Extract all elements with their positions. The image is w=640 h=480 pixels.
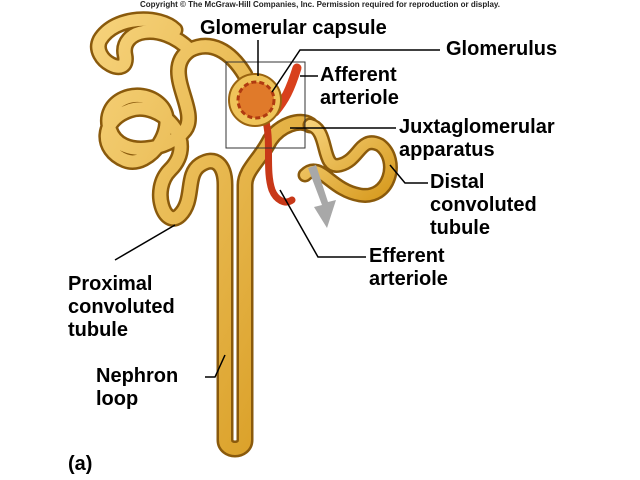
label-line: convoluted: [430, 194, 537, 216]
leader-lines: [114, 40, 440, 378]
label-distal-convoluted-tubule: Distal convoluted tubule: [430, 171, 537, 240]
flow-arrow-icon: [308, 165, 336, 228]
label-line: loop: [96, 388, 139, 410]
label-line: Nephron: [96, 365, 179, 387]
label-line: tubule: [430, 217, 490, 239]
label-afferent-arteriole: Afferent arteriole: [320, 64, 399, 110]
label-line: arteriole: [369, 268, 448, 290]
label-line: arteriole: [320, 87, 399, 109]
label-line: Distal: [430, 171, 485, 193]
label-nephron-loop: Nephron loop: [96, 365, 178, 411]
label-line: Juxtaglomerular: [399, 116, 555, 138]
label-line: Afferent: [320, 64, 397, 86]
label-juxtaglomerular-apparatus: Juxtaglomerular apparatus: [399, 116, 555, 162]
label-line: Proximal: [68, 273, 153, 295]
label-line: apparatus: [399, 139, 495, 161]
efferent-arteriole-shape: [261, 114, 296, 206]
detail-box: [225, 61, 306, 149]
label-line: convoluted: [68, 296, 175, 318]
label-glomerulus: Glomerulus: [446, 38, 558, 60]
label-line: tubule: [68, 319, 128, 341]
label-glomerular-capsule: Glomerular capsule: [200, 17, 387, 39]
copyright-notice: Copyright © The McGraw-Hill Companies, I…: [139, 0, 501, 9]
label-line: Efferent: [369, 245, 445, 267]
glomerulus-shape: [236, 80, 276, 120]
label-proximal-convoluted-tubule: Proximal convoluted tubule: [68, 273, 175, 342]
panel-label: (a): [68, 453, 93, 475]
label-efferent-arteriole: Efferent arteriole: [369, 245, 448, 291]
